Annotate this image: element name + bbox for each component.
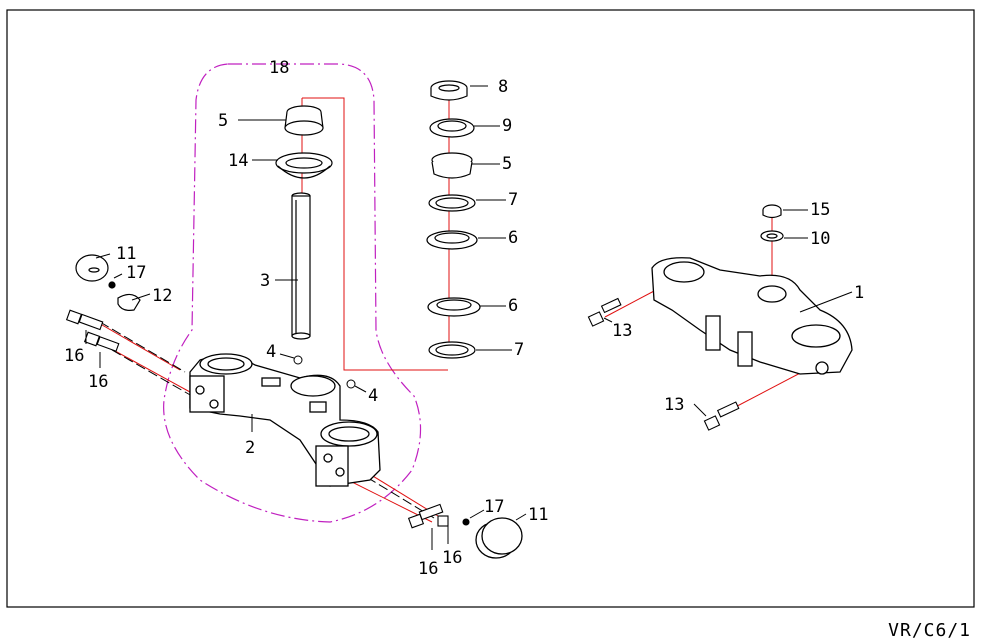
label-part-16-b: 16 (88, 372, 108, 392)
bolt-13-bottom (703, 401, 740, 431)
leader-lines (85, 85, 853, 550)
label-part-10: 10 (810, 229, 830, 249)
lower-triple-clamp (189, 353, 381, 487)
label-part-16-a: 16 (64, 346, 84, 366)
group-outline (163, 63, 422, 523)
bolt-13-top (587, 297, 622, 327)
label-part-17-left: 17 (126, 263, 146, 283)
bearing-cone-top (284, 105, 324, 136)
lock-nut (430, 80, 468, 101)
label-part-7-top: 7 (508, 190, 518, 210)
label-part-7-bottom: 7 (514, 340, 524, 360)
cap-bottom (475, 517, 523, 559)
label-part-13-top: 13 (612, 321, 632, 341)
label-part-14: 14 (228, 151, 248, 171)
label-part-11-left: 11 (116, 244, 136, 264)
label-part-6-top: 6 (508, 228, 518, 248)
cup-top (426, 230, 478, 250)
label-part-16-d: 16 (442, 548, 462, 568)
nut-15 (762, 204, 782, 219)
label-part-5-right: 5 (502, 154, 512, 174)
diagram-border (6, 9, 975, 608)
label-part-15: 15 (810, 200, 830, 220)
ball-race-top (428, 194, 476, 212)
label-part-1: 1 (854, 283, 864, 303)
bearing-cone-right (431, 152, 473, 179)
page-code: VR/C6/1 (888, 620, 971, 641)
washer-10 (760, 230, 784, 242)
washers-small (293, 355, 356, 389)
upper-triple-clamp (651, 257, 853, 375)
label-part-4-left: 4 (266, 342, 276, 362)
label-part-16-c: 16 (418, 559, 438, 579)
label-part-12: 12 (152, 286, 172, 306)
cap-left (75, 254, 116, 289)
ball-race-bottom (428, 341, 476, 359)
label-group-18: 18 (269, 58, 289, 78)
label-part-8: 8 (498, 77, 508, 97)
label-part-17-bottom: 17 (484, 497, 504, 517)
clip (117, 293, 141, 311)
washer-9 (429, 118, 475, 138)
label-part-2: 2 (245, 438, 255, 458)
label-part-5-left: 5 (218, 111, 228, 131)
cup-bottom (427, 297, 481, 317)
label-part-4-right: 4 (368, 386, 378, 406)
dust-seal (275, 152, 333, 179)
label-part-11-bottom: 11 (528, 505, 548, 525)
label-part-13-bottom: 13 (664, 395, 684, 415)
bolts-bottom (407, 503, 470, 529)
label-part-9: 9 (502, 116, 512, 136)
label-part-3: 3 (260, 271, 270, 291)
steering-stem (291, 192, 311, 340)
label-part-6-bottom: 6 (508, 296, 518, 316)
